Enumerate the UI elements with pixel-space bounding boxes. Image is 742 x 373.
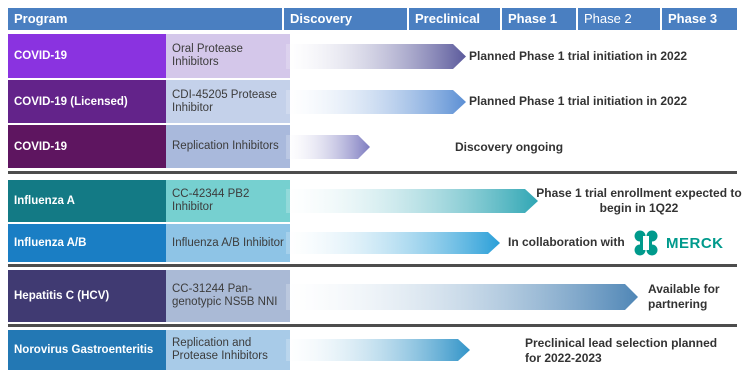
progress-arrow bbox=[286, 284, 638, 310]
progress-arrow bbox=[286, 44, 466, 69]
pipeline-row-covid19-oral: COVID-19 Oral Protease Inhibitors Planne… bbox=[8, 34, 737, 78]
header-discovery: Discovery bbox=[284, 8, 407, 30]
status-text: In collaboration with bbox=[508, 235, 625, 249]
pipeline-row-hcv: Hepatitis C (HCV) CC-31244 Pan-genotypic… bbox=[8, 270, 737, 322]
program-cell: COVID-19 bbox=[8, 34, 166, 78]
merck-logo: MERCK bbox=[631, 230, 724, 256]
program-cell: Influenza A bbox=[8, 180, 166, 222]
candidate-cell: Replication Inhibitors bbox=[166, 125, 290, 168]
header-program: Program bbox=[8, 8, 282, 30]
header-phase2: Phase 2 bbox=[578, 8, 660, 30]
header-preclinical: Preclinical bbox=[409, 8, 500, 30]
progress-arrow bbox=[286, 90, 466, 114]
progress-arrow bbox=[286, 135, 370, 159]
progress-arrow bbox=[286, 232, 500, 254]
status-text: Available for partnering bbox=[648, 282, 720, 311]
section-divider bbox=[8, 264, 737, 267]
candidate-cell: CDI-45205 Protease Inhibitor bbox=[166, 80, 290, 123]
pipeline-row-covid19-licensed: COVID-19 (Licensed) CDI-45205 Protease I… bbox=[8, 80, 737, 123]
merck-wordmark: MERCK bbox=[666, 234, 724, 252]
program-cell: Hepatitis C (HCV) bbox=[8, 270, 166, 322]
header-phase1: Phase 1 bbox=[502, 8, 576, 30]
program-cell: COVID-19 bbox=[8, 125, 166, 168]
pipeline-row-influenza-a: Influenza A CC-42344 PB2 Inhibitor Phase… bbox=[8, 180, 742, 222]
candidate-cell: CC-31244 Pan-genotypic NS5B NNI bbox=[166, 270, 290, 322]
program-cell: Norovirus Gastroenteritis bbox=[8, 330, 166, 370]
status-text: Planned Phase 1 trial initiation in 2022 bbox=[469, 49, 688, 63]
candidate-cell: Oral Protease Inhibitors bbox=[166, 34, 290, 78]
candidate-cell: Influenza A/B Inhibitor bbox=[166, 224, 290, 262]
candidate-cell: Replication and Protease Inhibitors bbox=[166, 330, 290, 370]
section-divider bbox=[8, 171, 737, 174]
candidate-cell: CC-42344 PB2 Inhibitor bbox=[166, 180, 290, 222]
merck-logo-icon bbox=[634, 230, 658, 256]
status-text: Planned Phase 1 trial initiation in 2022 bbox=[469, 94, 688, 108]
progress-arrow bbox=[286, 339, 470, 361]
header-phase3: Phase 3 bbox=[662, 8, 737, 30]
status-text: Preclinical lead selection planned for 2… bbox=[525, 336, 718, 365]
pipeline-row-norovirus: Norovirus Gastroenteritis Replication an… bbox=[8, 330, 737, 370]
program-cell: Influenza A/B bbox=[8, 224, 166, 262]
status-text: Phase 1 trial enrollment expected to beg… bbox=[536, 186, 742, 215]
section-divider bbox=[8, 324, 737, 327]
program-cell: COVID-19 (Licensed) bbox=[8, 80, 166, 123]
status-text: Discovery ongoing bbox=[455, 140, 564, 154]
pipeline-row-covid19-replication: COVID-19 Replication Inhibitors Discover… bbox=[8, 125, 737, 168]
pipeline-row-influenza-ab: Influenza A/B Influenza A/B Inhibitor In… bbox=[8, 224, 737, 262]
progress-arrow bbox=[286, 189, 538, 213]
